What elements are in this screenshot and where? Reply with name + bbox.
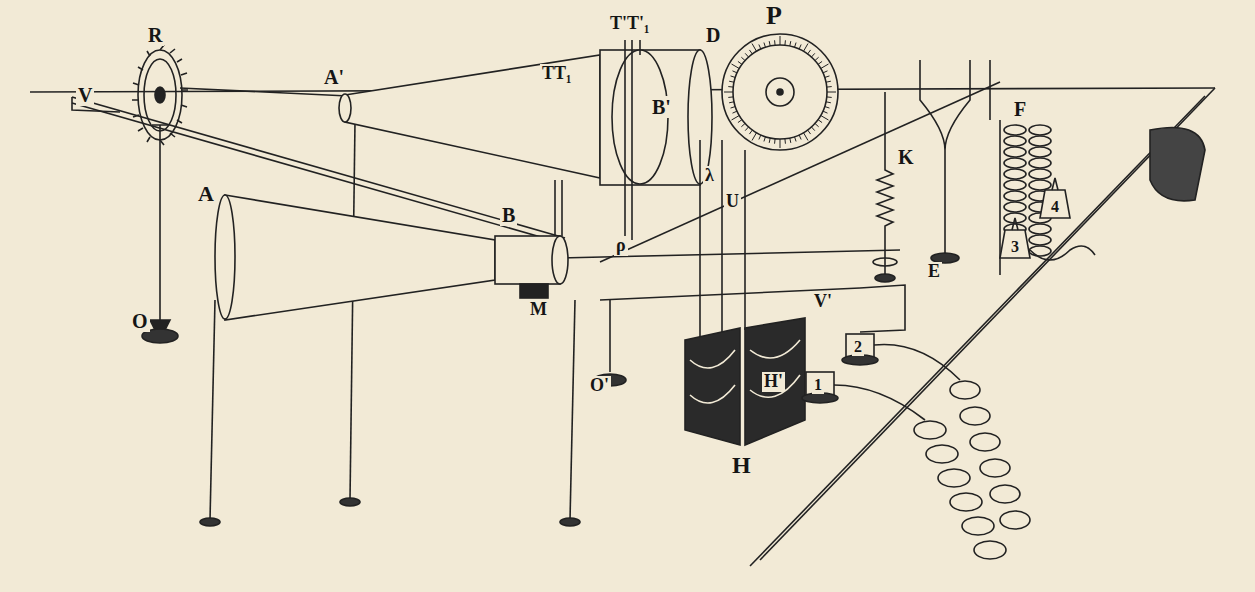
part-letter: R [146,24,164,46]
part-letter: U [724,192,741,212]
part-letter: A' [322,66,346,88]
callout-number: 2 [852,338,864,356]
part-letter: E [926,262,942,282]
part-letter: B' [650,96,673,118]
part-letter: K [896,146,916,168]
apparatus-drawing [30,34,1215,566]
part-letter: M [528,300,549,320]
part-letter: T'T'₁ [608,14,651,34]
callout-number: 3 [1009,238,1021,256]
part-letter: O' [588,376,611,396]
part-letter: P [764,2,784,31]
callout-number: 1 [812,376,824,394]
part-letter: D [704,24,722,46]
part-letter: ρ [614,236,628,256]
part-letter: O [130,310,150,332]
part-letter: F [1012,98,1028,120]
part-letter: H [730,452,753,478]
part-letter: H' [762,372,785,392]
part-letter: V [76,84,94,106]
part-letter: TT₁ [540,64,573,84]
part-letter: λ [703,166,716,186]
callout-number: 4 [1049,198,1061,216]
part-letter: B [500,204,517,226]
part-letter: A [196,182,216,206]
part-letter: V' [812,292,834,312]
